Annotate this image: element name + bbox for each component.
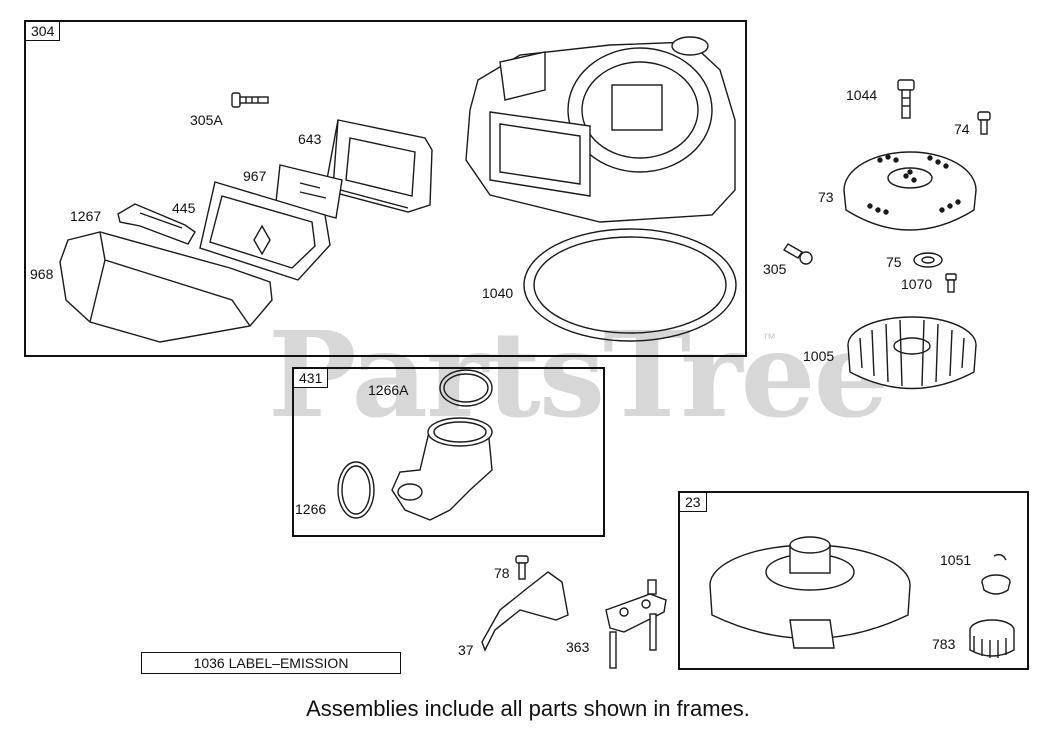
callout-305: 305	[763, 261, 787, 277]
assembly-number-23: 23	[680, 493, 707, 512]
part-1044-bolt	[897, 79, 915, 119]
part-1070-screw	[945, 273, 957, 293]
callout-75: 75	[886, 254, 902, 270]
part-75-washer	[913, 252, 943, 268]
callout-1005: 1005	[803, 348, 835, 364]
callout-74: 74	[954, 121, 970, 137]
callout-643: 643	[298, 131, 322, 147]
callout-1040: 1040	[482, 285, 514, 301]
callout-1070: 1070	[901, 276, 933, 292]
part-431-elbow	[391, 417, 493, 521]
part-305-bolt	[783, 243, 813, 265]
part-73-screen	[843, 151, 977, 231]
callout-1051: 1051	[940, 552, 972, 568]
part-968-cover	[59, 231, 273, 343]
assembly-frame-23: 23	[678, 491, 1029, 670]
part-1266A-oring	[439, 369, 493, 407]
part-1040-ring	[523, 228, 737, 342]
callout-968: 968	[30, 266, 54, 282]
part-1005-fan	[847, 316, 977, 390]
callout-967: 967	[243, 168, 267, 184]
watermark-trademark: ™	[762, 330, 776, 346]
part-305A-screw	[231, 92, 269, 108]
part-blower-housing	[465, 36, 736, 223]
part-445-panel	[199, 181, 331, 281]
callout-1266A: 1266A	[368, 382, 409, 398]
callout-1044: 1044	[846, 87, 878, 103]
part-363-bracket	[605, 579, 667, 669]
part-74-screw	[977, 111, 991, 135]
part-1051-washer	[981, 553, 1011, 595]
part-783-gear	[969, 619, 1015, 658]
assembly-frame-431: 431	[292, 367, 605, 537]
assembly-number-304: 304	[26, 22, 61, 41]
footer-note: Assemblies include all parts shown in fr…	[306, 696, 750, 721]
part-1267-clip	[117, 203, 196, 245]
part-643-bracket	[324, 119, 433, 213]
part-37-air-guide	[481, 571, 569, 652]
callout-73: 73	[818, 189, 834, 205]
emission-label-box: 1036 LABEL–EMISSION	[141, 652, 401, 674]
part-1266-oring	[337, 461, 375, 519]
assembly-number-431: 431	[294, 369, 329, 388]
callout-78: 78	[494, 565, 510, 581]
watermark: PartsTree	[268, 305, 889, 444]
callout-1267: 1267	[70, 208, 102, 224]
part-23-flywheel	[709, 536, 911, 649]
callout-363: 363	[566, 639, 590, 655]
callout-445: 445	[172, 200, 196, 216]
callout-783: 783	[932, 636, 956, 652]
callout-37: 37	[458, 642, 474, 658]
callout-305A: 305A	[190, 112, 223, 128]
part-78-screw	[515, 555, 529, 580]
assembly-frame-304: 304	[24, 20, 747, 357]
callout-1266: 1266	[295, 501, 327, 517]
